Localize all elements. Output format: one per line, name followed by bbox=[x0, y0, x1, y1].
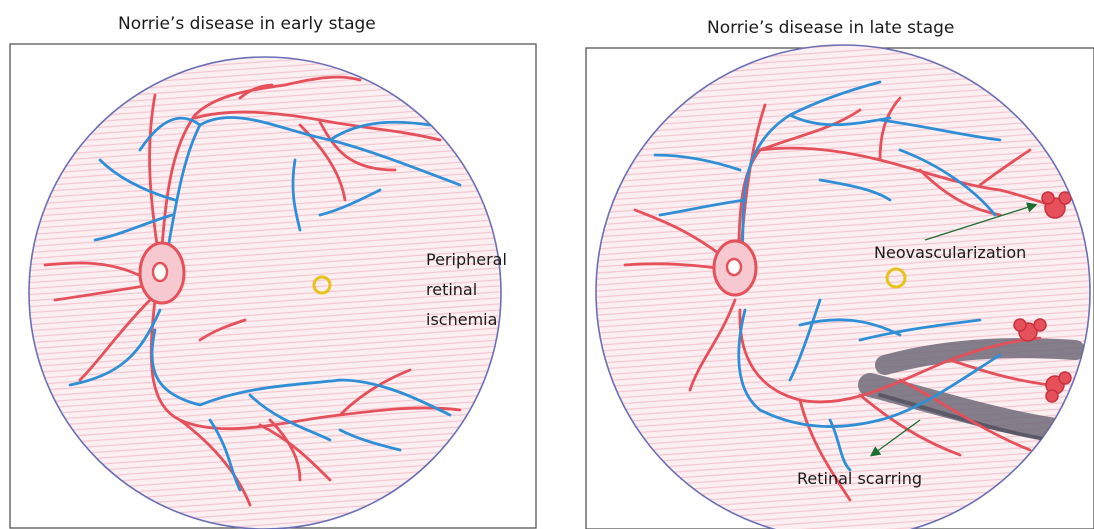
label-peripheral-retinal-ischemia: Peripheral retinal ischemia bbox=[426, 248, 507, 338]
label-retinal-scarring: Retinal scarring bbox=[797, 467, 922, 491]
label-ischemia-line-3: ischemia bbox=[426, 308, 507, 338]
optic-disc-right bbox=[714, 241, 756, 295]
label-neovascularization: Neovascularization bbox=[874, 241, 1026, 265]
optic-disc-left bbox=[140, 243, 184, 303]
panel-late-stage bbox=[586, 45, 1094, 529]
label-ischemia-line-2: retinal bbox=[426, 278, 507, 308]
label-ischemia-line-1: Peripheral bbox=[426, 248, 507, 278]
